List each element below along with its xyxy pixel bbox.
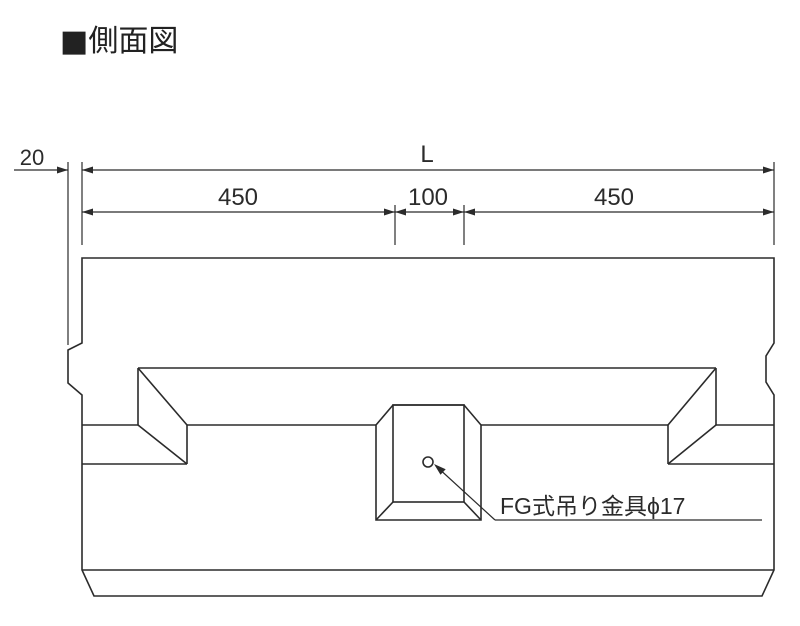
recess-left-chamfer-top — [137, 367, 188, 426]
dim-label-20: 20 — [20, 145, 44, 170]
title-text: ■側面図 — [60, 24, 179, 59]
callout — [434, 464, 762, 521]
arrow-overall-left — [82, 166, 93, 174]
dim-label-overall: L — [420, 141, 433, 168]
lifting-hole — [422, 456, 434, 468]
dimension-lines — [14, 162, 775, 345]
leader-line — [435, 465, 496, 521]
arrow-20 — [57, 166, 68, 174]
arrow-seg3-left — [464, 208, 475, 216]
arrow-seg1-right — [384, 208, 395, 216]
pocket-corner-br — [463, 501, 482, 521]
block-outline — [67, 257, 775, 597]
pocket-corner-bl — [375, 501, 394, 521]
dim-label-seg3: 450 — [594, 184, 634, 211]
arrow-seg1-left — [82, 208, 93, 216]
recess-right-chamfer-top — [667, 367, 717, 426]
page-title: ■側面図 — [60, 16, 178, 60]
dim-label-seg2: 100 — [408, 184, 448, 211]
recess — [82, 367, 774, 465]
dim-label-seg1: 450 — [218, 184, 258, 211]
block-body — [67, 257, 775, 597]
callout-label: FG式吊り金具ϕ17 — [500, 493, 685, 519]
recess-left-chamfer-bottom — [137, 424, 188, 465]
arrow-seg2-right — [453, 208, 464, 216]
arrow-seg3-right — [763, 208, 774, 216]
leader-arrow — [434, 464, 446, 475]
arrow-seg2-left — [395, 208, 406, 216]
recess-right-chamfer-bottom — [667, 424, 717, 465]
pocket-inner — [392, 404, 465, 503]
arrow-overall-right — [763, 166, 774, 174]
lifting-pocket — [375, 404, 482, 521]
